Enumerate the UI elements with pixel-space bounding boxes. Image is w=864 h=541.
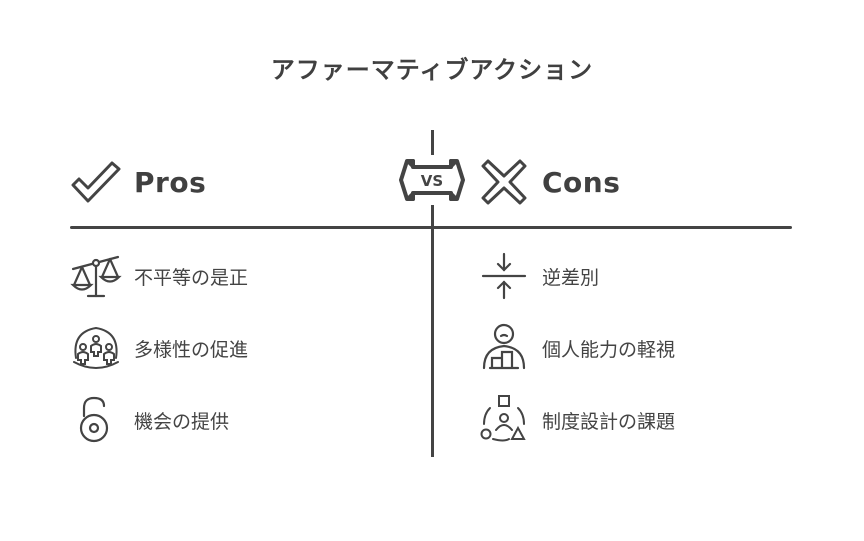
- pros-item: 不平等の是正: [70, 250, 248, 302]
- vs-badge: VS: [399, 155, 465, 205]
- person-blocks-icon: [478, 322, 530, 374]
- svg-text:VS: VS: [421, 172, 443, 190]
- pros-item-label: 機会の提供: [134, 410, 230, 433]
- diverse-people-icon: [70, 322, 122, 374]
- open-lock-icon: [70, 394, 122, 446]
- cons-item: 逆差別: [478, 250, 599, 302]
- cons-item-label: 個人能力の軽視: [542, 338, 676, 361]
- horizontal-divider: [70, 226, 792, 229]
- cons-item-label: 制度設計の課題: [542, 410, 676, 433]
- x-cross-icon: [480, 158, 528, 210]
- page-title: アファーマティブアクション: [270, 56, 594, 84]
- pros-item: 機会の提供: [70, 394, 229, 446]
- cons-item: 個人能力の軽視: [478, 322, 675, 374]
- cons-item-label: 逆差別: [542, 266, 600, 289]
- pros-item-label: 不平等の是正: [134, 266, 249, 289]
- vertical-divider: [431, 130, 434, 457]
- cons-item: 制度設計の課題: [478, 394, 675, 446]
- balance-scale-icon: [70, 250, 122, 302]
- system-design-icon: [478, 394, 530, 446]
- cons-header: Cons: [542, 166, 621, 199]
- vs-hexagon-icon: VS: [399, 159, 465, 201]
- checkmark-icon: [70, 160, 122, 210]
- pros-item: 多様性の促進: [70, 322, 248, 374]
- pros-header: Pros: [134, 166, 207, 199]
- arrows-converge-icon: [478, 250, 530, 302]
- pros-item-label: 多様性の促進: [134, 338, 249, 361]
